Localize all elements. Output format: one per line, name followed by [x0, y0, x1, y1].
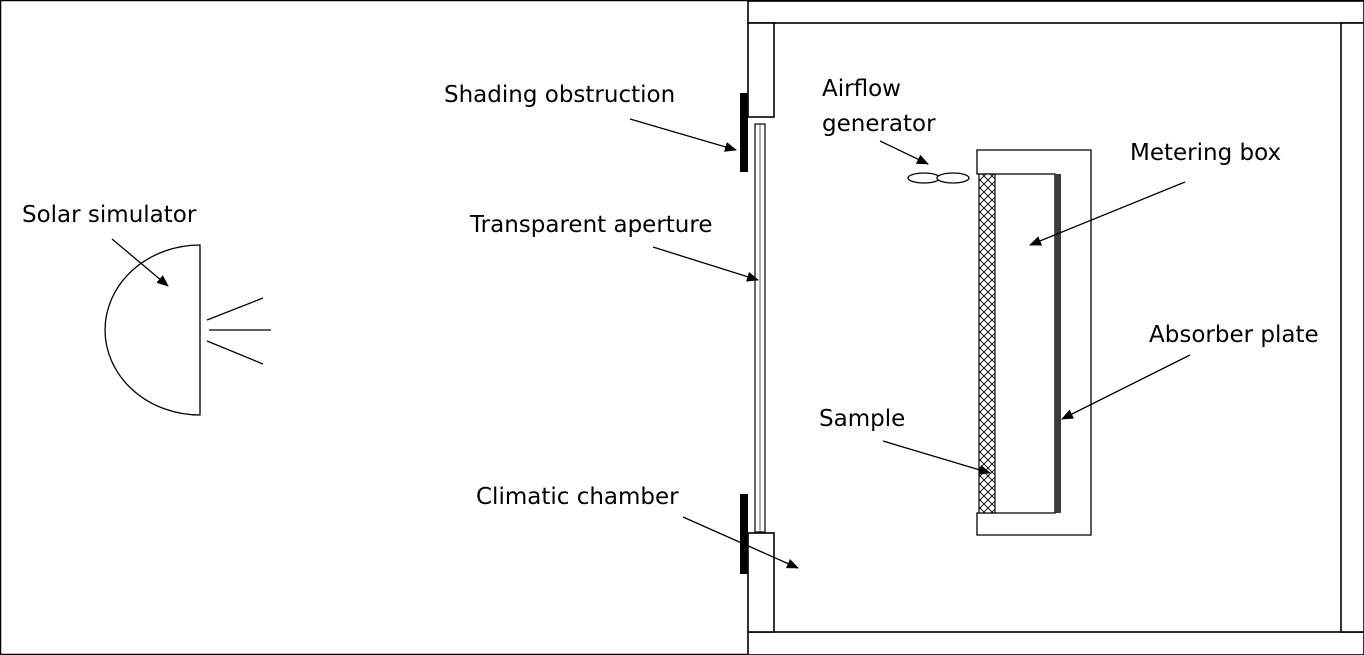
solar-simulator-lamp [104, 244, 271, 416]
leader-arrows [111, 118, 1191, 569]
airflow-generator-fan [907, 172, 970, 184]
shading-obstruction-top [740, 93, 748, 172]
chamber-right-wall [1340, 22, 1364, 633]
chamber-left-wall-upper [747, 22, 775, 118]
absorber-plate [1055, 174, 1061, 513]
label-airflow-generator-line2: generator [822, 111, 936, 137]
label-transparent-aperture: Transparent aperture [469, 212, 712, 238]
chamber-top-wall [747, 0, 1364, 24]
arrow-climatic-chamber [682, 516, 799, 569]
label-shading-obstruction: Shading obstruction [444, 82, 675, 108]
arrow-metering-box [1029, 181, 1186, 246]
shading-obstruction-bottom [740, 494, 748, 574]
label-metering-box: Metering box [1130, 140, 1281, 166]
label-sample: Sample [819, 406, 905, 432]
arrow-airflow-generator [879, 140, 929, 165]
metering-box [976, 149, 1092, 536]
sample-layer [978, 173, 996, 514]
arrow-transparent-aperture [652, 246, 759, 282]
label-airflow-generator-line1: Airflow [822, 76, 901, 102]
label-climatic-chamber: Climatic chamber [476, 484, 679, 510]
label-solar-simulator: Solar simulator [22, 202, 197, 228]
chamber-bottom-wall [747, 631, 1364, 655]
arrow-shading-obstruction [629, 118, 737, 152]
arrow-absorber-plate [1061, 354, 1191, 420]
arrow-solar-simulator [111, 238, 169, 287]
label-absorber-plate: Absorber plate [1149, 322, 1319, 348]
climatic-chamber [747, 0, 1364, 655]
chamber-left-wall-lower [747, 532, 775, 633]
arrow-sample [882, 440, 991, 475]
